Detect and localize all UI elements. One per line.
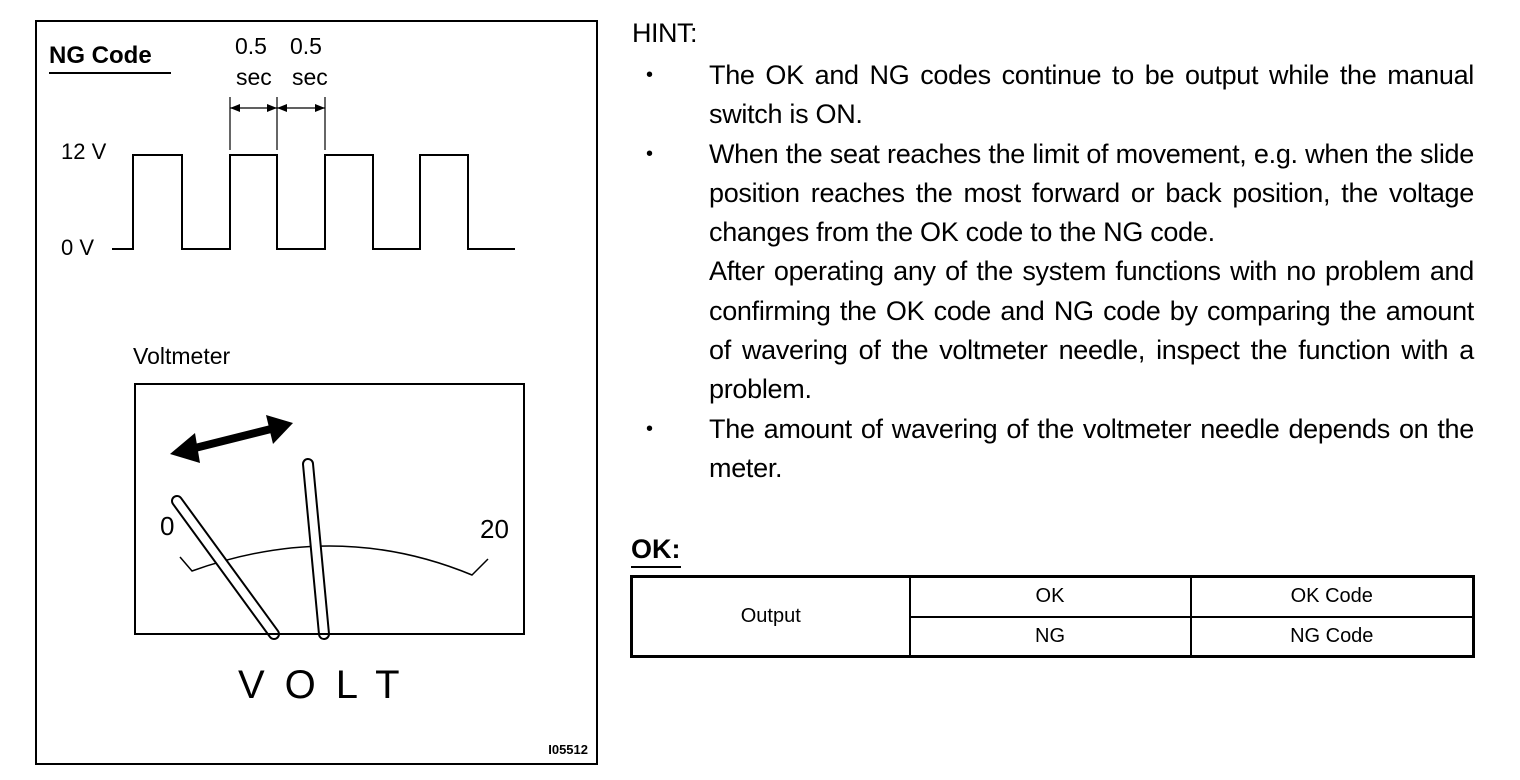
hint-paragraph: After operating any of the system functi… bbox=[709, 256, 1474, 405]
hint-paragraph: The OK and NG codes continue to be outpu… bbox=[709, 60, 1474, 130]
timing-dimension-lines bbox=[229, 97, 326, 150]
ok-heading: OK: bbox=[631, 534, 681, 568]
double-arrow-icon bbox=[170, 415, 293, 463]
low-voltage-label: 0 V bbox=[61, 235, 94, 260]
ng-code-label: NG Code bbox=[49, 42, 152, 69]
ng-code-diagram: NG Code 0.5 0.5 sec sec 12 V 0 V Voltmet… bbox=[49, 33, 525, 707]
hint-title: HINT: bbox=[632, 18, 698, 48]
hint-bullet-3: • The amount of wavering of the voltmete… bbox=[632, 410, 1474, 489]
ok-table: Output OK OK Code NG NG Code bbox=[630, 575, 1475, 658]
bullet-icon: • bbox=[646, 142, 653, 165]
high-voltage-label: 12 V bbox=[61, 139, 107, 164]
needle-left-icon bbox=[171, 495, 280, 640]
timing-arrowheads bbox=[230, 104, 325, 112]
square-wave bbox=[112, 154, 515, 250]
voltmeter-label: Voltmeter bbox=[133, 343, 230, 369]
hint-bullet-1: • The OK and NG codes continue to be out… bbox=[632, 56, 1474, 135]
table-row: Output OK OK Code bbox=[630, 575, 1475, 658]
hint-paragraph: The amount of wavering of the voltmeter … bbox=[709, 413, 1474, 483]
diagram-panel: NG Code 0.5 0.5 sec sec 12 V 0 V Voltmet… bbox=[35, 20, 598, 765]
hint-bullet-2: • When the seat reaches the limit of mov… bbox=[632, 135, 1474, 410]
table-cell-condition: NG bbox=[908, 615, 1192, 658]
scale-max-label: 20 bbox=[480, 514, 509, 544]
bullet-icon: • bbox=[646, 417, 653, 440]
figure-id: I05512 bbox=[548, 742, 588, 757]
needle-center-icon bbox=[302, 458, 330, 640]
table-cell-result: NG Code bbox=[1189, 615, 1475, 658]
hint-list: • The OK and NG codes continue to be out… bbox=[632, 56, 1474, 488]
timing-label-1: 0.5 bbox=[235, 33, 267, 59]
table-cell-condition: OK bbox=[908, 575, 1192, 618]
voltmeter-face bbox=[134, 383, 525, 635]
table-row: NG NG Code bbox=[632, 615, 1475, 658]
bullet-icon: • bbox=[646, 64, 653, 86]
timing-label-2: 0.5 bbox=[290, 33, 322, 59]
timing-unit-2: sec bbox=[292, 64, 328, 90]
hint-paragraph: When the seat reaches the limit of movem… bbox=[709, 138, 1474, 248]
table-row-header: Output bbox=[630, 575, 911, 658]
meter-unit-label: VOLT bbox=[238, 663, 420, 707]
scale-min-label: 0 bbox=[160, 511, 174, 541]
timing-unit-1: sec bbox=[236, 64, 272, 90]
table-cell-result: OK Code bbox=[1189, 575, 1475, 618]
